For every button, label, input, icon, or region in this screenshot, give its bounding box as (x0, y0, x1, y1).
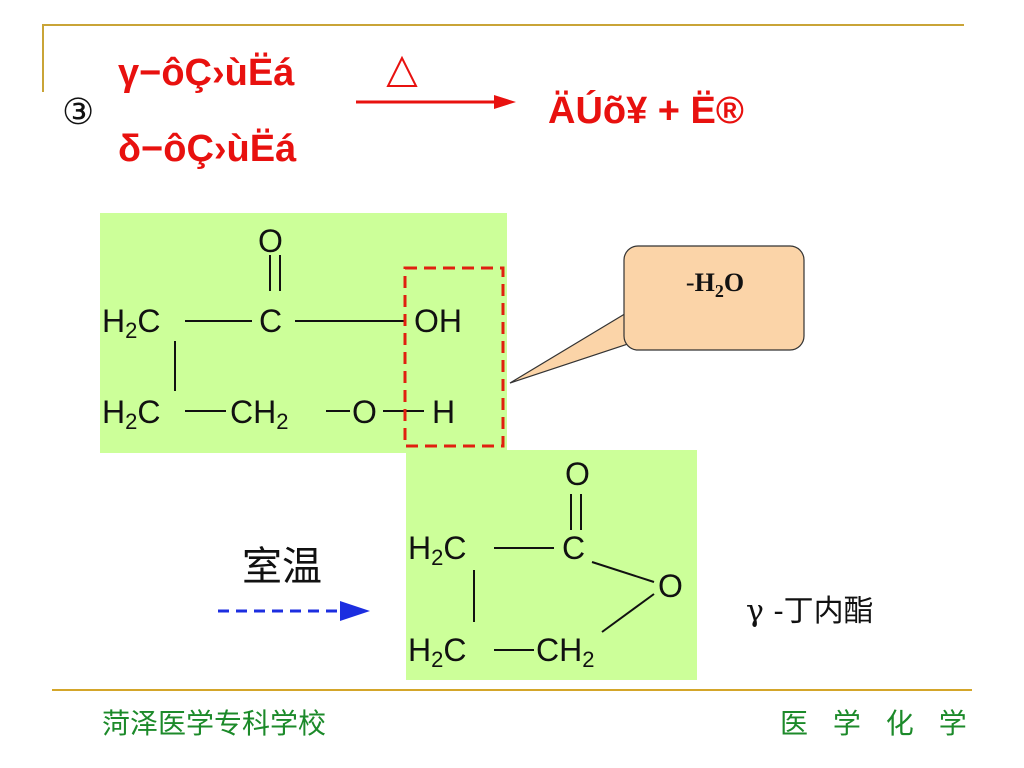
footer-subject: 医 学 化 学 (780, 707, 975, 740)
callout-pointer (509, 310, 629, 384)
reactant-delta: δ−ôÇ›ùËá (118, 128, 297, 170)
step-number: ③ (62, 92, 95, 133)
footer-school-name: 菏泽医学专科学校 (102, 707, 327, 740)
delta-heat-icon (386, 55, 418, 87)
atom-o-hydroxyl: O (352, 394, 377, 430)
heat-reaction-arrow (356, 55, 516, 109)
atom-ch2-mid: CH2 (230, 394, 289, 434)
top-rule (42, 24, 964, 26)
lactone-atom-h2c-bottom: H2C (408, 632, 467, 672)
atom-c-carbonyl: C (259, 303, 283, 339)
condition-room-temperature: 室温 (242, 544, 322, 590)
lactone-atom-o-carbonyl: O (565, 456, 590, 492)
callout-seam (626, 314, 632, 342)
atom-o-carbonyl: O (258, 223, 283, 259)
atom-oh: OH (414, 303, 462, 339)
reaction-product: ÄÚõ¥ + Ë® (548, 90, 744, 132)
lactone-c-o-ring (591, 561, 655, 583)
atom-h-hydroxyl: H (432, 394, 456, 430)
callout-bubble (509, 245, 805, 384)
bottom-rule (52, 689, 972, 691)
hydroxy-acid-panel (100, 213, 507, 453)
hydroxy-acid-bonds (174, 255, 424, 412)
atom-h2c-bottom: H2C (102, 394, 161, 434)
dashed-arrow-head-icon (340, 601, 370, 621)
atom-h2c-top: H2C (102, 303, 161, 343)
callout-minus-water: -H2O (685, 268, 745, 302)
water-elimination-box (403, 266, 505, 448)
reactant-gamma: γ−ôÇ›ùËá (118, 52, 295, 94)
lactone-o-ch2-ring (601, 593, 655, 633)
gamma-butyrolactone-label: γ -丁内酯 (746, 594, 874, 629)
lactone-atom-ch2: CH2 (536, 632, 595, 672)
dashed-reaction-arrow (218, 601, 370, 621)
arrow-head-icon (494, 95, 516, 109)
lactone-atom-c-carbonyl: C (562, 530, 586, 566)
top-left-tick (42, 24, 44, 92)
callout-box (623, 245, 805, 351)
lactone-atom-o-ring: O (658, 568, 683, 604)
lactone-atom-h2c-top: H2C (408, 530, 467, 570)
lactone-panel (406, 450, 697, 680)
lactone-bonds (473, 494, 655, 651)
